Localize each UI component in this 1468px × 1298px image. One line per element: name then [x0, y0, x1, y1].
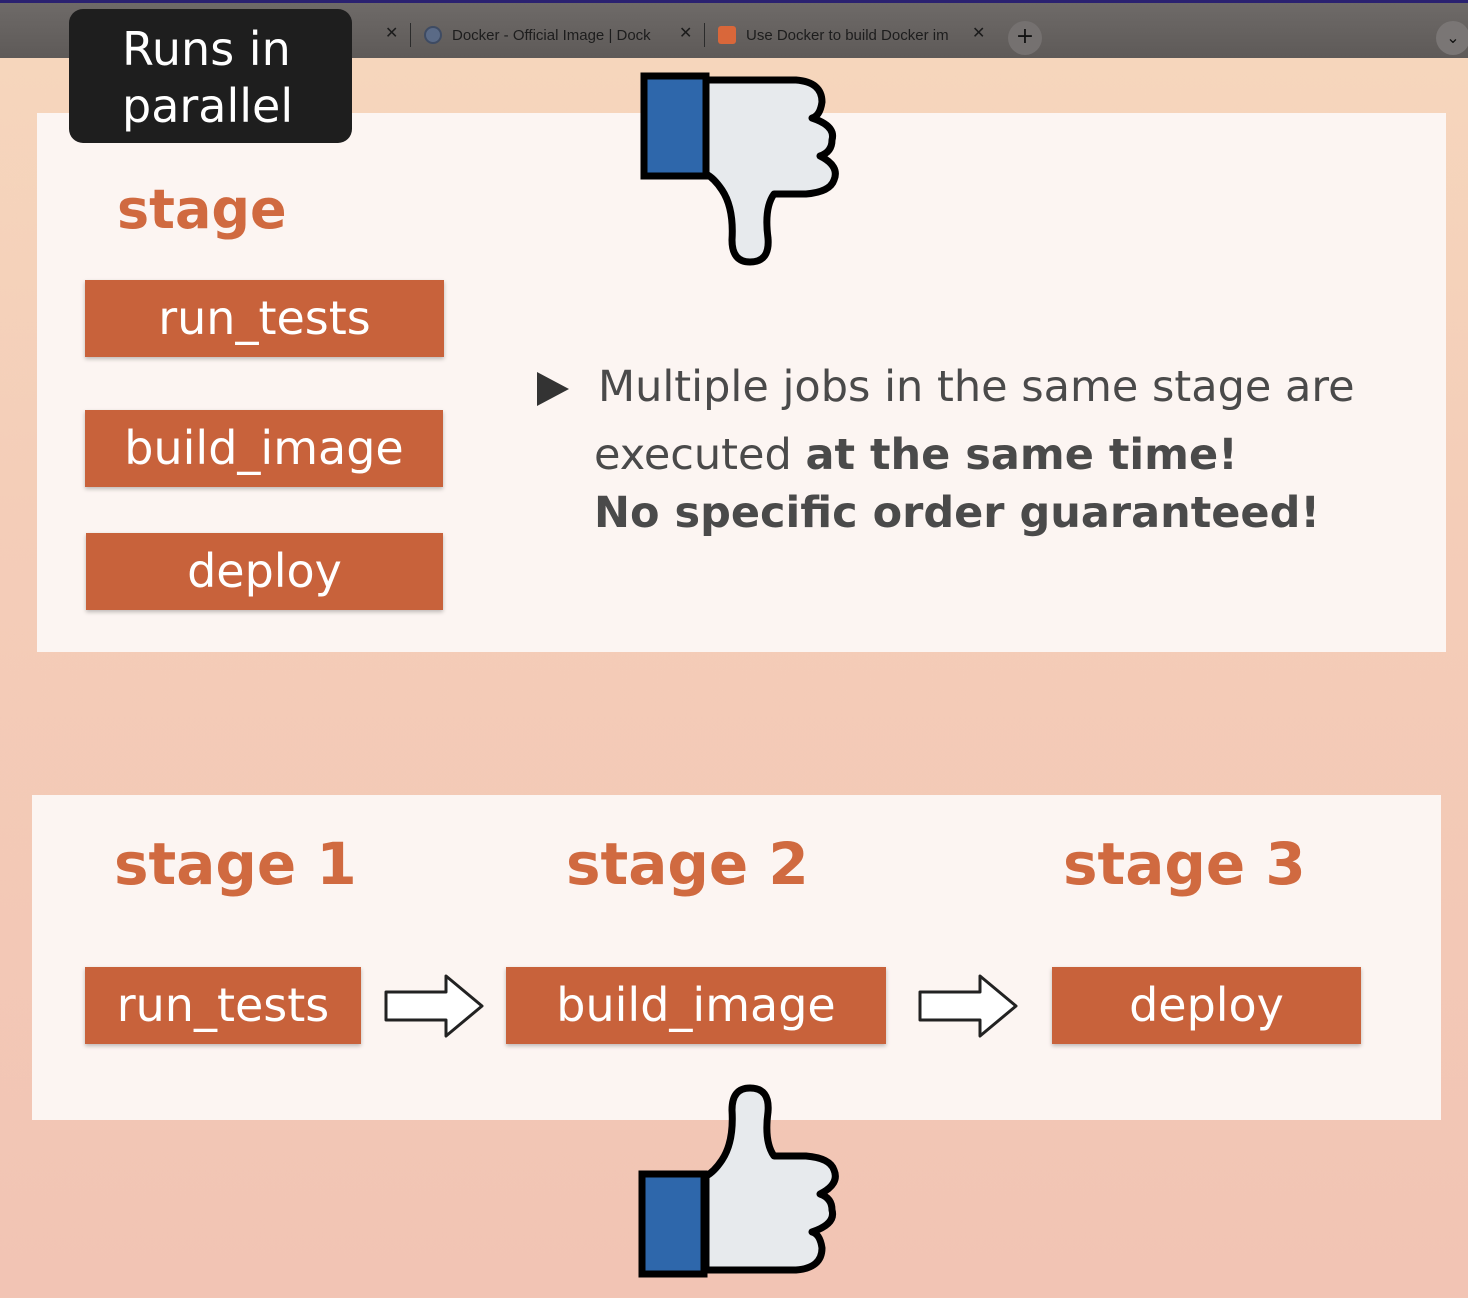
stage-heading: stage	[117, 178, 287, 241]
bullet-line-2: executed at the same time!	[594, 430, 1238, 480]
stage-3-job-deploy: deploy	[1052, 967, 1361, 1044]
docker-globe-icon	[424, 26, 442, 44]
tab-separator	[704, 23, 705, 47]
right-arrow-icon	[384, 974, 484, 1038]
stage-2-heading: stage 2	[566, 830, 809, 898]
tab-use-docker-build[interactable]: Use Docker to build Docker im	[718, 17, 958, 53]
callout-line-2: parallel	[122, 79, 294, 133]
job-deploy: deploy	[86, 533, 443, 610]
callout-line-1: Runs in	[122, 22, 291, 76]
job-run-tests: run_tests	[85, 280, 444, 357]
bullet-line-1: Multiple jobs in the same stage are	[598, 362, 1355, 412]
tab-label: Use Docker to build Docker im	[746, 26, 949, 44]
stage-2-job-build-image: build_image	[506, 967, 886, 1044]
tab-close-icon[interactable]: ✕	[972, 23, 986, 42]
sequential-stages-panel	[32, 795, 1441, 1120]
triangle-bullet-icon	[537, 372, 569, 406]
tab-close-icon[interactable]: ✕	[385, 23, 399, 42]
right-arrow-icon	[918, 974, 1018, 1038]
bullet-line-2-emphasis: at the same time!	[805, 430, 1238, 480]
thumbs-up-icon	[638, 1084, 839, 1278]
runs-in-parallel-callout: Runs in parallel	[69, 9, 352, 143]
package-icon	[718, 26, 736, 44]
tab-close-icon[interactable]: ✕	[679, 23, 693, 42]
tab-docker-official-image[interactable]: Docker - Official Image | Dock	[424, 17, 664, 53]
stage-1-heading: stage 1	[114, 830, 357, 898]
job-build-image: build_image	[85, 410, 443, 487]
thumbs-down-icon	[640, 72, 839, 266]
tab-list-chevron-icon[interactable]: ⌄	[1436, 21, 1468, 55]
stage-3-heading: stage 3	[1063, 830, 1306, 898]
bullet-line-3: No specific order guaranteed!	[594, 488, 1320, 538]
bullet-line-2-prefix: executed	[594, 430, 806, 480]
new-tab-button[interactable]: +	[1008, 21, 1042, 55]
tab-label: Docker - Official Image | Dock	[452, 26, 651, 44]
tab-separator	[410, 23, 411, 47]
stage-1-job-run-tests: run_tests	[85, 967, 361, 1044]
